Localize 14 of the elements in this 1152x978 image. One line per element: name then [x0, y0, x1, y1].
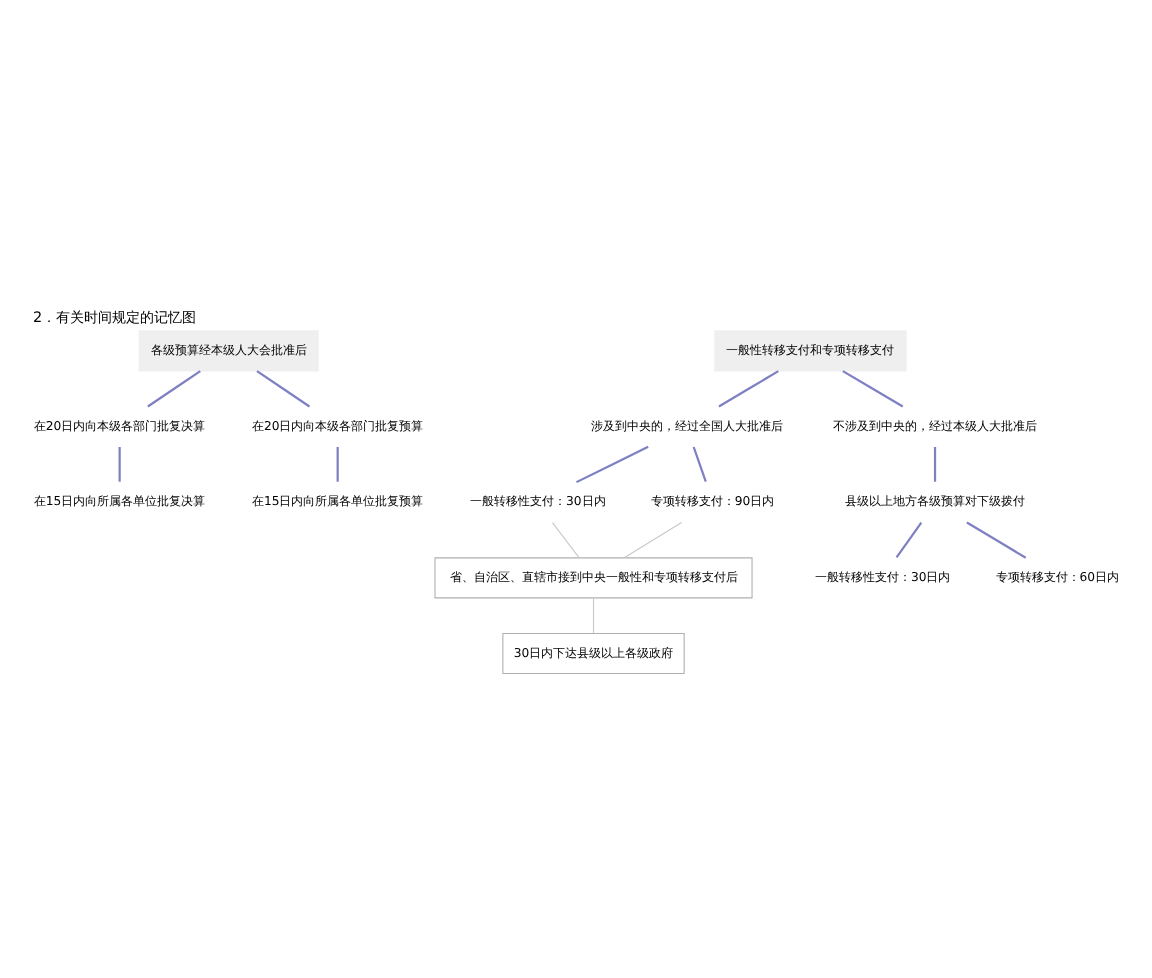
connector [842, 369, 904, 407]
connector [336, 446, 339, 481]
connector [623, 520, 683, 558]
connector [576, 444, 649, 483]
connector [118, 446, 121, 481]
connector [592, 596, 595, 633]
connector [966, 520, 1027, 558]
connector [692, 445, 707, 482]
connector [895, 521, 923, 557]
connector [256, 369, 311, 407]
connector [147, 369, 201, 407]
connector [718, 369, 779, 407]
connector [551, 521, 580, 557]
connector [933, 446, 937, 481]
